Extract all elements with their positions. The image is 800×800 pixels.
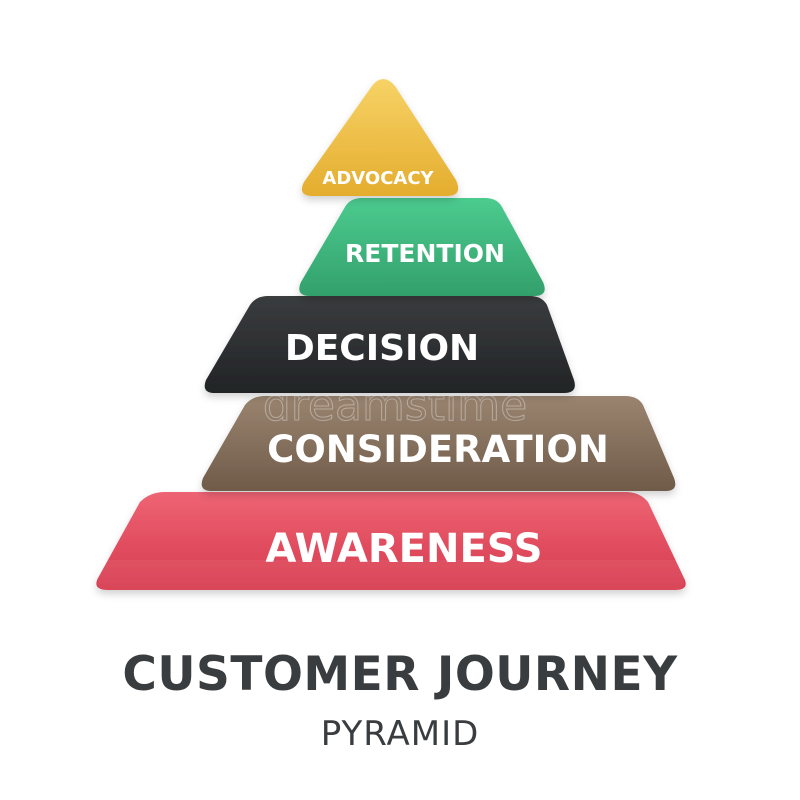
tier-consideration-label: CONSIDERATION — [267, 428, 609, 471]
tier-awareness-label: AWARENESS — [265, 526, 542, 572]
tier-awareness: AWARENESS — [96, 492, 686, 590]
diagram-subtitle: PYRAMID — [320, 714, 480, 754]
tier-retention-label: RETENTION — [345, 239, 505, 268]
journey-pyramid: AWARENESS CONSIDERATION dreamstime DECIS… — [96, 79, 686, 590]
tier-advocacy: ADVOCACY — [301, 79, 459, 196]
tier-awareness-shine — [98, 560, 684, 590]
diagram-title: CUSTOMER JOURNEY — [122, 647, 678, 702]
tier-decision-shape — [204, 296, 575, 393]
tier-advocacy-label: ADVOCACY — [322, 168, 434, 189]
tier-retention: RETENTION — [299, 198, 545, 296]
tier-advocacy-shape — [301, 79, 459, 196]
tier-retention-shape — [299, 198, 545, 296]
tier-decision-label: DECISION — [285, 328, 479, 369]
tier-consideration-shape — [201, 396, 676, 491]
tier-consideration: CONSIDERATION — [201, 396, 676, 491]
tier-decision: DECISION — [204, 296, 575, 393]
